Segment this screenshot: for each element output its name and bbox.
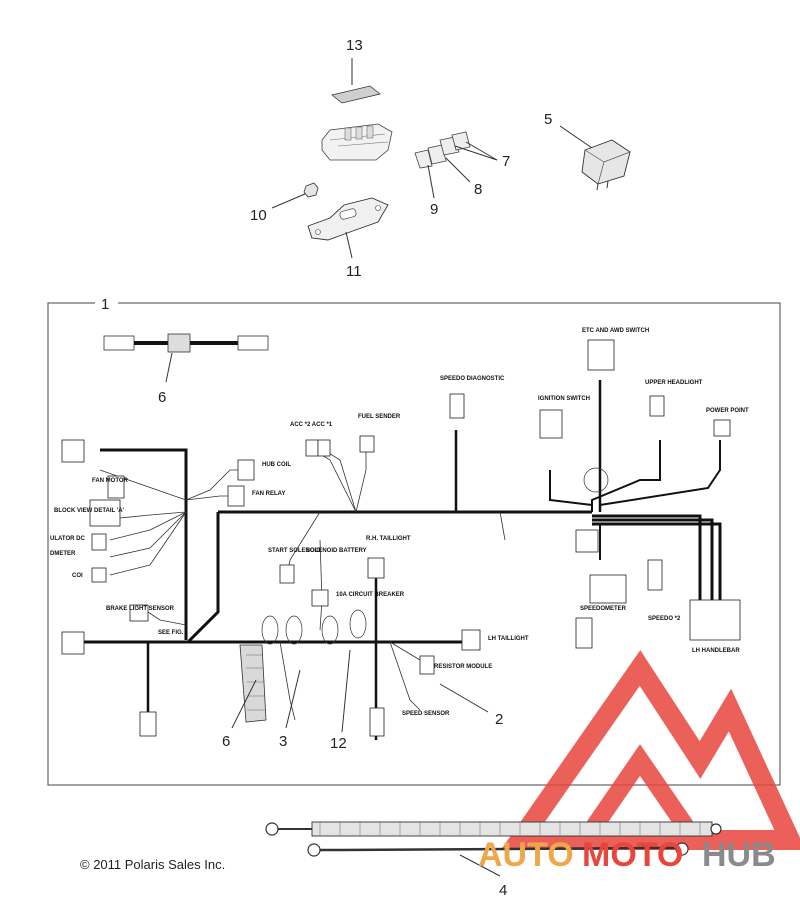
label-brake-light-sensor: BRAKE LIGHT SENSOR xyxy=(106,606,175,612)
branch-wires xyxy=(99,448,506,721)
callout-11: 11 xyxy=(346,263,362,280)
label-lh-handlebar: LH HANDLEBAR xyxy=(692,648,740,654)
main-trunk xyxy=(70,380,722,740)
label-fan-motor: FAN MOTOR xyxy=(92,478,129,484)
part-7-8-9-fuses xyxy=(414,131,498,199)
label-upper-headlight: UPPER HEADLIGHT xyxy=(645,380,703,386)
callout-6-bottom: 6 xyxy=(222,733,230,750)
callout-10: 10 xyxy=(250,207,267,224)
label-speedo-2: SPEEDO *2 xyxy=(648,616,681,622)
part-11-bracket xyxy=(307,197,389,259)
ovals xyxy=(261,467,609,645)
label-hub-coil: HUB COIL xyxy=(262,462,291,468)
harness-frame xyxy=(47,302,781,786)
part-13-connector-block xyxy=(321,58,393,161)
watermark-word-auto: AUTO xyxy=(478,836,574,874)
label-etc-switch: ETC AND AWD SWITCH xyxy=(582,328,649,334)
harness-connectors xyxy=(61,339,741,737)
ribbon-bundle xyxy=(239,644,267,723)
label-see-fig: SEE FIG. xyxy=(158,630,184,636)
watermark-word-moto: MOTO xyxy=(582,836,683,874)
watermark-word-hub: HUB xyxy=(702,836,776,874)
label-regulator: ULATOR DC xyxy=(50,536,85,542)
callout-3: 3 xyxy=(279,733,287,750)
label-lh-taillight: LH TAILLIGHT xyxy=(488,636,529,642)
callout-2: 2 xyxy=(495,711,503,728)
part-4-battery-cables xyxy=(265,821,722,877)
label-resistor-module: RESISTOR MODULE xyxy=(434,664,492,670)
callout-7: 7 xyxy=(502,153,510,170)
callout-5: 5 xyxy=(544,111,552,128)
label-fan-relay: FAN RELAY xyxy=(252,491,285,497)
label-block-view: BLOCK VIEW DETAIL 'A' xyxy=(54,508,125,514)
label-acc: ACC *2 ACC *1 xyxy=(290,422,333,428)
callout-8: 8 xyxy=(474,181,482,198)
part-10-push-rivet xyxy=(271,182,319,209)
copyright-notice: © 2011 Polaris Sales Inc. xyxy=(80,857,226,872)
callout-9: 9 xyxy=(430,201,438,218)
watermark-text: AUTO MOTO HUB xyxy=(478,836,776,874)
watermark-logo xyxy=(500,650,800,850)
label-power-point: POWER POINT xyxy=(706,408,749,414)
lower-leaders xyxy=(231,649,489,733)
callout-4: 4 xyxy=(499,882,507,899)
label-fuel-sender: FUEL SENDER xyxy=(358,414,401,420)
part-5-relay xyxy=(559,125,631,191)
label-rh-taillight: R.H. TAILLIGHT xyxy=(366,536,411,542)
callout-12: 12 xyxy=(330,735,347,752)
label-odometer: DMETER xyxy=(50,551,76,557)
label-circuit-breaker: 10A CIRCUIT BREAKER xyxy=(336,592,405,598)
label-start-solenoid: START SOLENOID xyxy=(268,548,321,554)
label-speed-sensor: SPEED SENSOR xyxy=(402,711,450,717)
callout-6-top: 6 xyxy=(158,389,166,406)
callout-1: 1 xyxy=(101,296,109,313)
label-ignition-switch: IGNITION SWITCH xyxy=(538,396,590,402)
callout-13: 13 xyxy=(346,37,363,54)
label-coil: COI xyxy=(72,573,83,579)
label-speedometer: SPEEDOMETER xyxy=(580,606,627,612)
sub-harness-6 xyxy=(103,333,269,383)
label-speedo-diagnostic: SPEEDO DIAGNOSTIC xyxy=(440,376,505,382)
label-solenoid-battery: SOLENOID BATTERY xyxy=(306,548,367,554)
